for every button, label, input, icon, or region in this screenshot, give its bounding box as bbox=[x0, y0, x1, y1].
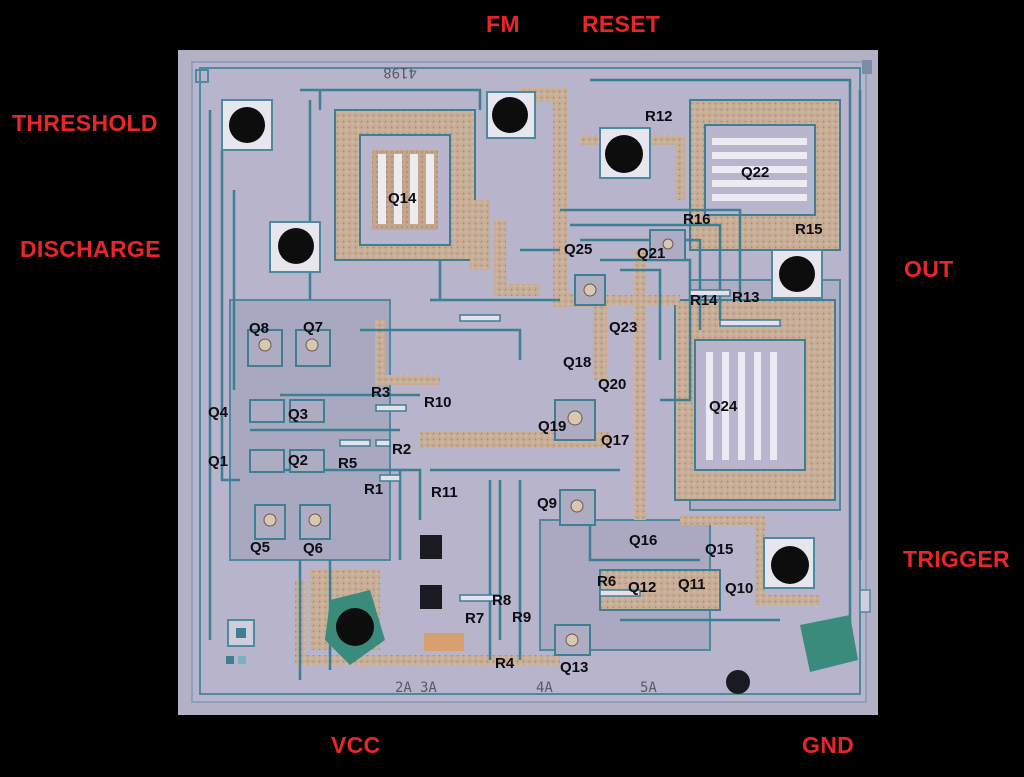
label-r7: R7 bbox=[465, 610, 484, 627]
label-q6: Q6 bbox=[303, 540, 323, 557]
label-q12: Q12 bbox=[628, 579, 656, 596]
label-r4: R4 bbox=[495, 655, 515, 672]
dark-block bbox=[424, 633, 464, 651]
pad-trigger bbox=[771, 546, 809, 584]
label-q15: Q15 bbox=[705, 541, 733, 558]
label-q4: Q4 bbox=[208, 404, 229, 421]
pin-label-fm: FM bbox=[486, 11, 520, 37]
label-r13: R13 bbox=[732, 289, 760, 306]
label-q11: Q11 bbox=[678, 576, 706, 593]
test-structures bbox=[195, 60, 872, 664]
pad-discharge bbox=[278, 228, 314, 264]
pin-label-vcc: VCC bbox=[331, 732, 381, 758]
label-q7: Q7 bbox=[303, 319, 323, 336]
die-mask-mark: 4A bbox=[536, 680, 553, 696]
label-q24: Q24 bbox=[709, 398, 738, 415]
label-q21: Q21 bbox=[637, 245, 665, 262]
label-q13: Q13 bbox=[560, 659, 588, 676]
label-r5: R5 bbox=[338, 455, 357, 472]
resistors bbox=[339, 289, 781, 602]
pad-gnd bbox=[726, 670, 750, 694]
die-mask-mark: 3A bbox=[420, 680, 437, 696]
label-q2: Q2 bbox=[288, 452, 308, 469]
label-q17: Q17 bbox=[601, 432, 629, 449]
pad-out bbox=[779, 256, 815, 292]
routing-traces bbox=[208, 78, 862, 680]
small-devices bbox=[247, 229, 686, 656]
label-r10: R10 bbox=[424, 394, 452, 411]
label-q8: Q8 bbox=[249, 320, 269, 337]
die-mask-mark: 2A bbox=[395, 680, 412, 696]
label-r11: R11 bbox=[431, 484, 458, 501]
die-mask-mark: 5A bbox=[640, 680, 657, 696]
label-q16: Q16 bbox=[629, 532, 657, 549]
label-r6: R6 bbox=[597, 573, 616, 590]
dark-block bbox=[420, 585, 442, 609]
pin-label-reset: RESET bbox=[582, 11, 661, 37]
label-r1: R1 bbox=[364, 481, 383, 498]
transistor-q14-body bbox=[334, 109, 476, 261]
label-q19: Q19 bbox=[538, 418, 566, 435]
label-r2: R2 bbox=[392, 441, 411, 458]
label-r14: R14 bbox=[690, 292, 718, 309]
transistor-q22-body bbox=[689, 99, 841, 251]
label-r15: R15 bbox=[795, 221, 823, 238]
pin-label-out: OUT bbox=[904, 256, 954, 282]
label-r12: R12 bbox=[645, 108, 673, 125]
bond-pads bbox=[221, 91, 823, 694]
label-q25: Q25 bbox=[564, 241, 592, 258]
pin-label-gnd: GND bbox=[802, 732, 855, 758]
label-r8: R8 bbox=[492, 592, 511, 609]
pad-fm bbox=[492, 97, 528, 133]
pad-threshold bbox=[229, 107, 265, 143]
label-r16: R16 bbox=[683, 211, 711, 228]
contact-vias bbox=[258, 238, 674, 647]
die-part-number: 4198 bbox=[383, 64, 417, 80]
label-q18: Q18 bbox=[563, 354, 591, 371]
label-q3: Q3 bbox=[288, 406, 308, 423]
teal-region bbox=[800, 615, 858, 672]
pad-reset bbox=[605, 135, 643, 173]
label-q1: Q1 bbox=[208, 453, 228, 470]
pad-vcc bbox=[336, 608, 374, 646]
transistor-q24-body bbox=[674, 299, 836, 501]
label-r9: R9 bbox=[512, 609, 531, 626]
pin-label-discharge: DISCHARGE bbox=[20, 236, 161, 262]
pin-label-threshold: THRESHOLD bbox=[12, 110, 158, 136]
component-labels: Q14 Q22 R12 R15 R16 Q25 Q21 R14 R13 Q23 … bbox=[208, 108, 823, 676]
label-q10: Q10 bbox=[725, 580, 753, 597]
pin-label-trigger: TRIGGER bbox=[903, 546, 1010, 572]
label-q9: Q9 bbox=[537, 495, 557, 512]
label-q22: Q22 bbox=[741, 164, 769, 181]
label-q23: Q23 bbox=[609, 319, 637, 336]
label-r3: R3 bbox=[371, 384, 390, 401]
label-q14: Q14 bbox=[388, 190, 417, 207]
dark-block bbox=[420, 535, 442, 559]
label-q20: Q20 bbox=[598, 376, 626, 393]
label-q5: Q5 bbox=[250, 539, 270, 556]
